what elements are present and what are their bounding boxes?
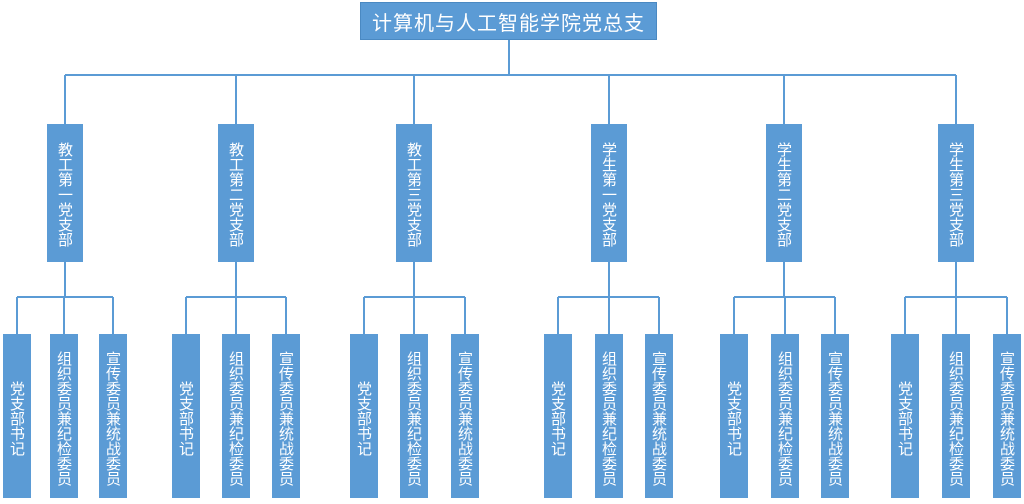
role-node-publicity: 宣传委员兼统战委员 bbox=[821, 334, 849, 498]
role-node-organization: 组织委员兼纪检委员 bbox=[400, 334, 428, 498]
role-node-organization: 组织委员兼纪检委员 bbox=[595, 334, 623, 498]
role-node-organization: 组织委员兼纪检委员 bbox=[942, 334, 970, 498]
branch-node-student-2: 学生第二党支部 bbox=[766, 124, 802, 262]
role-node-organization: 组织委员兼纪检委员 bbox=[50, 334, 78, 498]
branch-node-teacher-2: 教工第二党支部 bbox=[218, 124, 254, 262]
role-node-publicity: 宣传委员兼统战委员 bbox=[99, 334, 127, 498]
branch-node-teacher-3: 教工第三党支部 bbox=[396, 124, 432, 262]
role-node-secretary: 党支部书记 bbox=[720, 334, 748, 498]
role-node-secretary: 党支部书记 bbox=[891, 334, 919, 498]
branch-node-teacher-1: 教工第一党支部 bbox=[47, 124, 83, 262]
role-node-secretary: 党支部书记 bbox=[3, 334, 31, 498]
role-node-publicity: 宣传委员兼统战委员 bbox=[993, 334, 1021, 498]
root-node: 计算机与人工智能学院党总支 bbox=[360, 2, 657, 40]
role-node-secretary: 党支部书记 bbox=[172, 334, 200, 498]
role-node-publicity: 宣传委员兼统战委员 bbox=[272, 334, 300, 498]
role-node-organization: 组织委员兼纪检委员 bbox=[771, 334, 799, 498]
role-node-secretary: 党支部书记 bbox=[544, 334, 572, 498]
branch-node-student-1: 学生第一党支部 bbox=[591, 124, 627, 262]
role-node-publicity: 宣传委员兼统战委员 bbox=[451, 334, 479, 498]
role-node-secretary: 党支部书记 bbox=[350, 334, 378, 498]
branch-node-student-3: 学生第三党支部 bbox=[938, 124, 974, 262]
role-node-publicity: 宣传委员兼统战委员 bbox=[645, 334, 673, 498]
role-node-organization: 组织委员兼纪检委员 bbox=[222, 334, 250, 498]
